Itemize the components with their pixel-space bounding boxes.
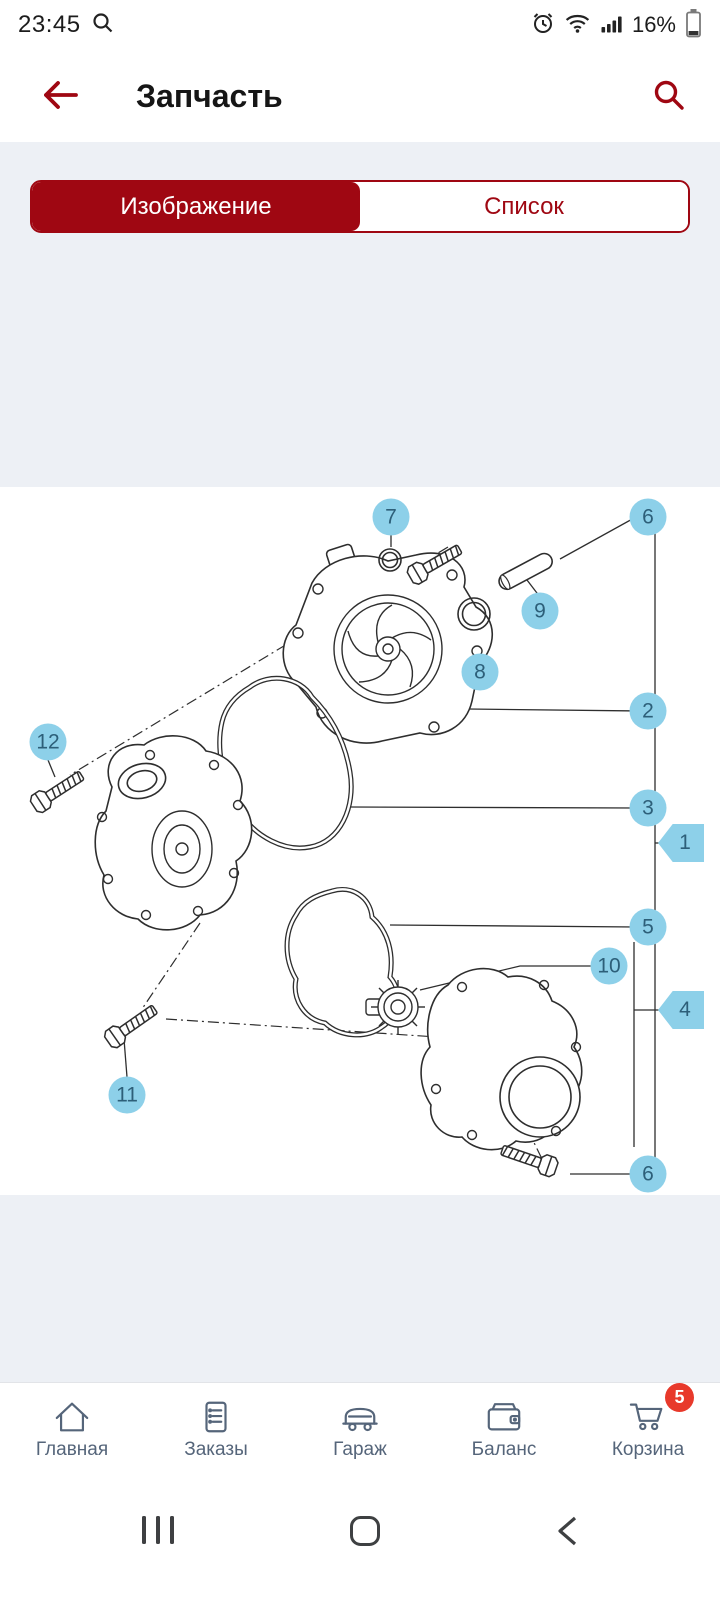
nav-label: Корзина [611,1439,685,1460]
nav-label: Главная [35,1439,109,1460]
android-nav-bar [0,1472,720,1600]
exploded-diagram [27,509,662,1179]
callout-5[interactable]: 5 [629,908,667,946]
recents-icon [139,1514,177,1549]
home-button[interactable] [344,1510,386,1555]
callout-8[interactable]: 8 [461,653,499,691]
nav-item-cart[interactable]: Корзина 5 [576,1383,720,1472]
callout-6[interactable]: 6 [629,1155,667,1193]
status-time: 23:45 [18,11,81,38]
recents-button[interactable] [135,1510,181,1553]
back-icon [553,1514,581,1551]
orders-icon [193,1398,239,1436]
home-icon [49,1398,95,1436]
battery-percent: 16% [631,12,676,37]
callout-6[interactable]: 6 [629,498,667,536]
status-bar: 23:45 [0,0,720,50]
content-spacer [0,1195,720,1382]
wifi-icon [564,11,591,39]
callout-2[interactable]: 2 [629,692,667,730]
cart-badge: 5 [665,1383,694,1412]
app-header: Запчасть [0,50,720,142]
car-icon [337,1398,383,1436]
nav-item-balance[interactable]: Баланс [432,1383,576,1472]
header-search-button[interactable] [646,72,692,121]
wallet-icon [481,1398,527,1436]
search-icon [652,78,686,115]
tab-image[interactable]: Изображение [32,182,360,231]
arrow-left-icon [34,76,82,117]
tab-list[interactable]: Список [360,182,688,231]
callout-11[interactable]: 11 [108,1076,146,1114]
callout-9[interactable]: 9 [521,592,559,630]
battery-icon [685,8,702,43]
callout-12[interactable]: 12 [29,723,67,761]
page-title: Запчасть [136,77,283,114]
nav-item-orders[interactable]: Заказы [144,1383,288,1472]
content-background: Изображение Список [0,142,720,487]
nav-item-garage[interactable]: Гараж [288,1383,432,1472]
home-icon [348,1514,382,1551]
callout-1[interactable]: 1 [658,824,704,862]
nav-item-home[interactable]: Главная [0,1383,144,1472]
status-search-icon [91,11,115,40]
callout-4[interactable]: 4 [658,991,704,1029]
back-button[interactable] [28,70,88,123]
alarm-icon [531,11,555,40]
nav-label: Гараж [333,1439,387,1460]
callout-10[interactable]: 10 [590,947,628,985]
callout-3[interactable]: 3 [629,789,667,827]
callout-7[interactable]: 7 [372,498,410,536]
nav-label: Баланс [471,1439,537,1460]
cart-icon [625,1398,671,1436]
bottom-nav: Главная Заказы [0,1382,720,1472]
view-toggle: Изображение Список [30,180,690,233]
back-button-android[interactable] [549,1510,585,1555]
nav-label: Заказы [184,1439,248,1460]
signal-icon [600,12,623,39]
